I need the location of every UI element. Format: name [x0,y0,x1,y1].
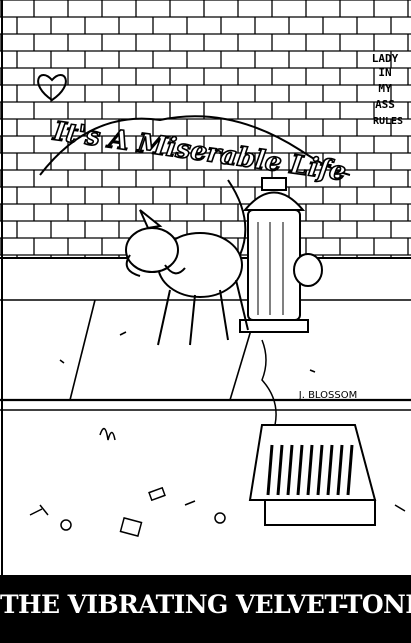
storm-drain [248,424,377,526]
band-title: THE VIBRATING VELVET-TONES [0,590,411,619]
artist-signature: J. BLOSSOM [298,390,357,401]
graffiti-title: It's A Miserable Life [39,115,351,188]
sign-line-2: IN [378,66,391,79]
fire-hydrant [239,177,323,333]
title-band [0,575,411,643]
sidewalk [0,299,411,411]
sign-line-5: RULES [373,116,403,127]
sign-line-4: ASS [375,98,395,111]
sign-line-3: MY [378,82,392,95]
heart-icon [37,74,67,102]
sign-line-1: LADY [372,52,399,65]
graffiti-title-text: It's A Miserable Life [51,116,348,187]
wall-sign: LADY IN MY ASS RULES [372,52,403,127]
dog [125,179,249,346]
gutter-litter [29,427,406,538]
